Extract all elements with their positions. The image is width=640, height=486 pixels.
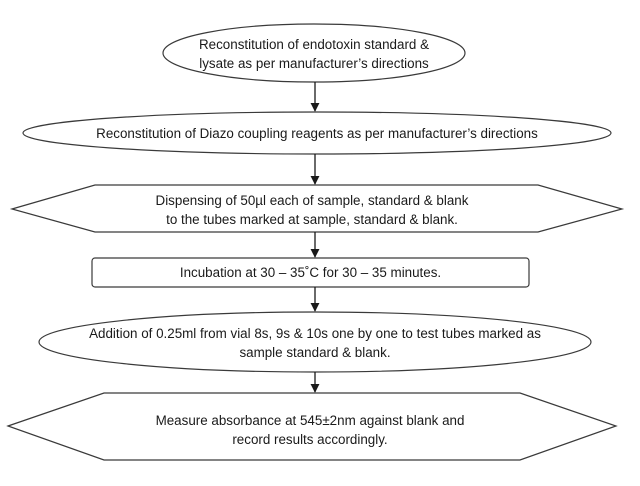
step-2-ellipse (22, 111, 612, 155)
step-5-line-2: sample standard & blank. (239, 345, 391, 360)
step-1-line-1: Reconstitution of endotoxin standard & (198, 37, 430, 52)
step-2-label: Reconstitution of Diazo coupling reagent… (30, 124, 604, 143)
step-3-line-1: Dispensing of 50µl each of sample, stand… (155, 193, 469, 208)
step-1-ellipse (162, 23, 466, 83)
step-2-line-1: Reconstitution of Diazo coupling reagent… (96, 126, 538, 141)
step-5-line-1: Addition of 0.25ml from vial 8s, 9s & 10… (89, 326, 541, 341)
step-6-label: Measure absorbance at 545±2nm against bl… (140, 411, 480, 449)
step-6-line-1: Measure absorbance at 545±2nm against bl… (155, 413, 465, 428)
step-1-line-2: lysate as per manufacturer’s directions (199, 56, 429, 71)
step-6-line-2: record results accordingly. (232, 432, 388, 447)
step-3-label: Dispensing of 50µl each of sample, stand… (110, 191, 514, 229)
step-4-label: Incubation at 30 – 35˚C for 30 – 35 minu… (92, 263, 529, 282)
step-3-hexagon (9, 184, 625, 233)
step-4-line-1: Incubation at 30 – 35˚C for 30 – 35 minu… (179, 265, 442, 280)
step-5-label: Addition of 0.25ml from vial 8s, 9s & 10… (45, 324, 585, 362)
step-1-label: Reconstitution of endotoxin standard & l… (164, 35, 464, 73)
step-4-rectangle (91, 257, 530, 288)
step-6-hexagon (6, 392, 618, 461)
step-3-line-2: to the tubes marked at sample, standard … (166, 212, 458, 227)
